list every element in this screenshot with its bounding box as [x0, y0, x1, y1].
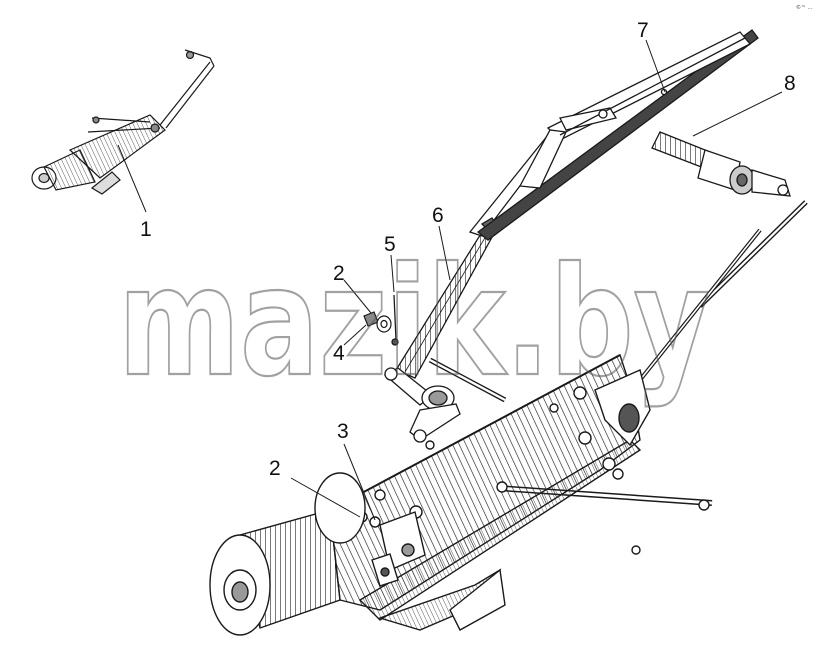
callout-2-upper: 2 [333, 262, 345, 285]
wiper-blade [476, 29, 759, 241]
callout-1: 1 [140, 218, 152, 241]
corner-mark: ©™ ... [796, 4, 813, 11]
callout-3: 3 [337, 420, 349, 443]
crank-assembly [383, 294, 461, 443]
overview-assembly [31, 49, 215, 195]
washer-nut-parts [363, 311, 392, 333]
callout-4: 4 [333, 342, 345, 365]
callout-6: 6 [432, 204, 444, 227]
linkage-rods [428, 200, 808, 506]
callout-2-lower: 2 [269, 457, 281, 480]
hose-connector [651, 131, 791, 197]
callout-5: 5 [384, 233, 396, 256]
electric-motor [209, 472, 366, 636]
callout-7: 7 [637, 19, 649, 42]
leader-lines [117, 39, 783, 521]
watermark-text: mazik.by [118, 236, 710, 410]
callout-8: 8 [784, 72, 796, 95]
